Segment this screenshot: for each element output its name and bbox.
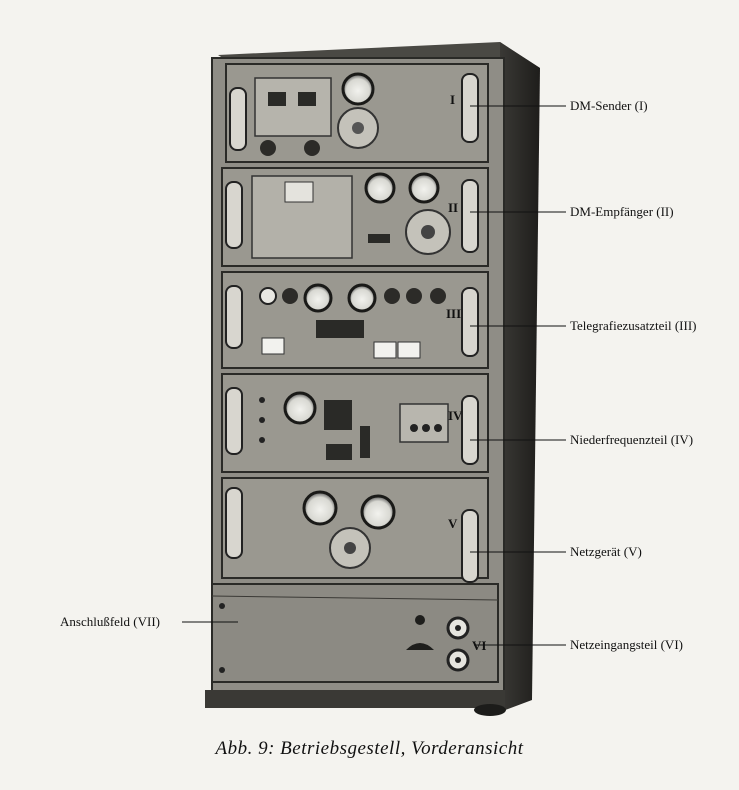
label-dm-sender: DM-Sender (I) — [570, 98, 648, 113]
panel-mark-i: I — [450, 92, 455, 107]
panel-dm-sender — [225, 63, 489, 163]
panel-mark-v: V — [448, 516, 458, 531]
label-dm-empfaenger: DM-Empfänger (II) — [570, 204, 674, 219]
panel-telegrafiezusatzteil — [221, 271, 489, 369]
label-telegrafiezusatzteil: Telegrafiezusatzteil (III) — [570, 318, 697, 333]
equipment-rack-illustration: I II III IV V VI — [182, 42, 566, 716]
panel-netzeingang-anschlussfeld — [211, 583, 499, 683]
label-niederfrequenzteil: Niederfrequenzteil (IV) — [570, 432, 694, 447]
label-netzgeraet: Netzgerät (V) — [570, 544, 642, 559]
panel-mark-iv: IV — [448, 408, 463, 423]
panel-netzgeraet — [221, 477, 489, 583]
panel-dm-empfaenger — [221, 167, 489, 267]
panel-mark-ii: II — [448, 200, 458, 215]
leader-lines — [182, 105, 566, 646]
panel-niederfrequenzteil — [221, 373, 489, 473]
label-anschlussfeld: Anschlußfeld (VII) — [60, 614, 160, 629]
figure-caption: Abb. 9: Betriebsgestell, Vorderansicht — [215, 738, 524, 759]
panel-mark-iii: III — [446, 306, 461, 321]
label-netzeingangsteil: Netzeingangsteil (VI) — [570, 637, 683, 652]
